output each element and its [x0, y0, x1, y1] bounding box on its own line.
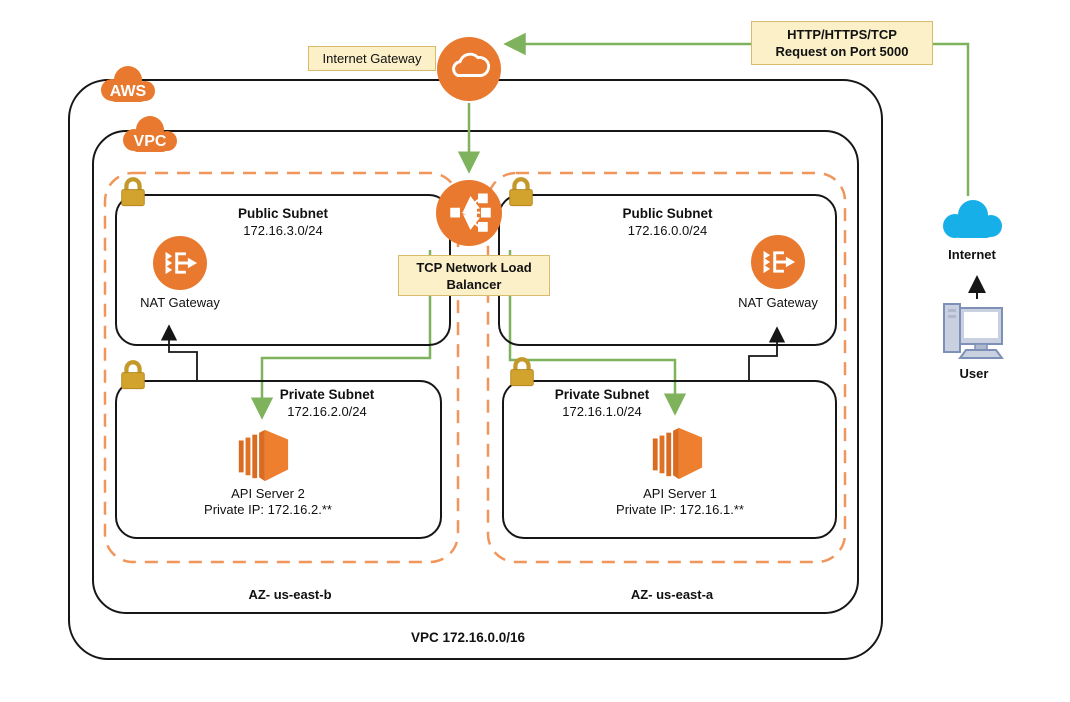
ec2-instance-icon [233, 425, 291, 483]
private-subnet-left-box: Private Subnet 172.16.2.0/24 [115, 380, 442, 539]
subnet-cidr: 172.16.3.0/24 [243, 223, 323, 238]
load-balancer-label: TCP Network Load Balancer [398, 255, 550, 296]
vpc-footer-label: VPC 172.16.0.0/16 [368, 630, 568, 646]
subnet-cidr: 172.16.2.0/24 [287, 404, 367, 419]
az-right-label: AZ- us-east-a [572, 587, 772, 603]
user-label: User [922, 366, 1026, 382]
internet-gateway-icon [437, 37, 501, 101]
api-server-ip: Private IP: 172.16.1.** [616, 502, 744, 517]
http-request-line2: Request on Port 5000 [775, 44, 909, 59]
vpc-footer-label-text: VPC 172.16.0.0/16 [410, 630, 526, 645]
lock-icon [505, 176, 537, 207]
nat-gateway-label-text: NAT Gateway [140, 295, 220, 310]
lock-icon [117, 176, 149, 207]
subnet-title: Public Subnet [622, 206, 713, 221]
api-server-left-label: API Server 2 Private IP: 172.16.2.** [168, 486, 368, 518]
internet-gateway-label-text: Internet Gateway [322, 51, 422, 66]
private-subnet-right-box: Private Subnet 172.16.1.0/24 [502, 380, 837, 539]
api-server-right-label: API Server 1 Private IP: 172.16.1.** [580, 486, 780, 518]
api-server-ip: Private IP: 172.16.2.** [204, 502, 332, 517]
az-left-label-text: AZ- us-east-b [248, 587, 332, 602]
subnet-title: Public Subnet [237, 206, 328, 221]
private-subnet-left-label: Private Subnet 172.16.2.0/24 [227, 386, 427, 420]
user-computer-icon [940, 300, 1004, 362]
az-right-label-text: AZ- us-east-a [630, 587, 714, 602]
subnet-cidr: 172.16.1.0/24 [562, 404, 642, 419]
api-server-name: API Server 2 [231, 486, 305, 501]
subnet-title: Private Subnet [279, 387, 375, 402]
lb-label-line1: TCP Network Load [416, 259, 532, 275]
internet-gateway-label: Internet Gateway [308, 46, 436, 71]
az-left-label: AZ- us-east-b [190, 587, 390, 603]
public-subnet-left-label: Public Subnet 172.16.3.0/24 [117, 205, 449, 239]
nat-gateway-icon [751, 235, 805, 289]
api-server-name: API Server 1 [643, 486, 717, 501]
subnet-title: Private Subnet [554, 387, 650, 402]
svg-text:VPC: VPC [134, 133, 167, 150]
public-subnet-left-box: Public Subnet 172.16.3.0/24 [115, 194, 451, 346]
http-request-label: HTTP/HTTPS/TCP Request on Port 5000 [751, 21, 933, 65]
vpc-cloud-badge: VPC [118, 114, 182, 156]
internet-cloud-icon [936, 195, 1008, 243]
nat-gateway-icon [153, 236, 207, 290]
internet-label-text: Internet [948, 247, 996, 262]
nat-gateway-label: NAT Gateway [115, 295, 245, 311]
lb-label-line2: Balancer [446, 276, 502, 292]
internet-label: Internet [920, 247, 1024, 263]
lock-icon [506, 356, 538, 387]
aws-cloud-badge: AWS [96, 64, 160, 106]
nat-gateway-label-text: NAT Gateway [738, 295, 818, 310]
public-subnet-right-label: Public Subnet 172.16.0.0/24 [500, 205, 835, 239]
private-subnet-right-label: Private Subnet 172.16.1.0/24 [504, 386, 700, 420]
nat-gateway-label: NAT Gateway [713, 295, 843, 311]
vpc-boundary-box [92, 130, 859, 614]
http-request-line1: HTTP/HTTPS/TCP [787, 27, 897, 42]
subnet-cidr: 172.16.0.0/24 [627, 223, 708, 238]
lock-icon [117, 359, 149, 390]
load-balancer-icon [436, 180, 502, 246]
svg-text:AWS: AWS [110, 83, 147, 100]
ec2-instance-icon [647, 423, 705, 481]
user-label-text: User [959, 366, 989, 381]
